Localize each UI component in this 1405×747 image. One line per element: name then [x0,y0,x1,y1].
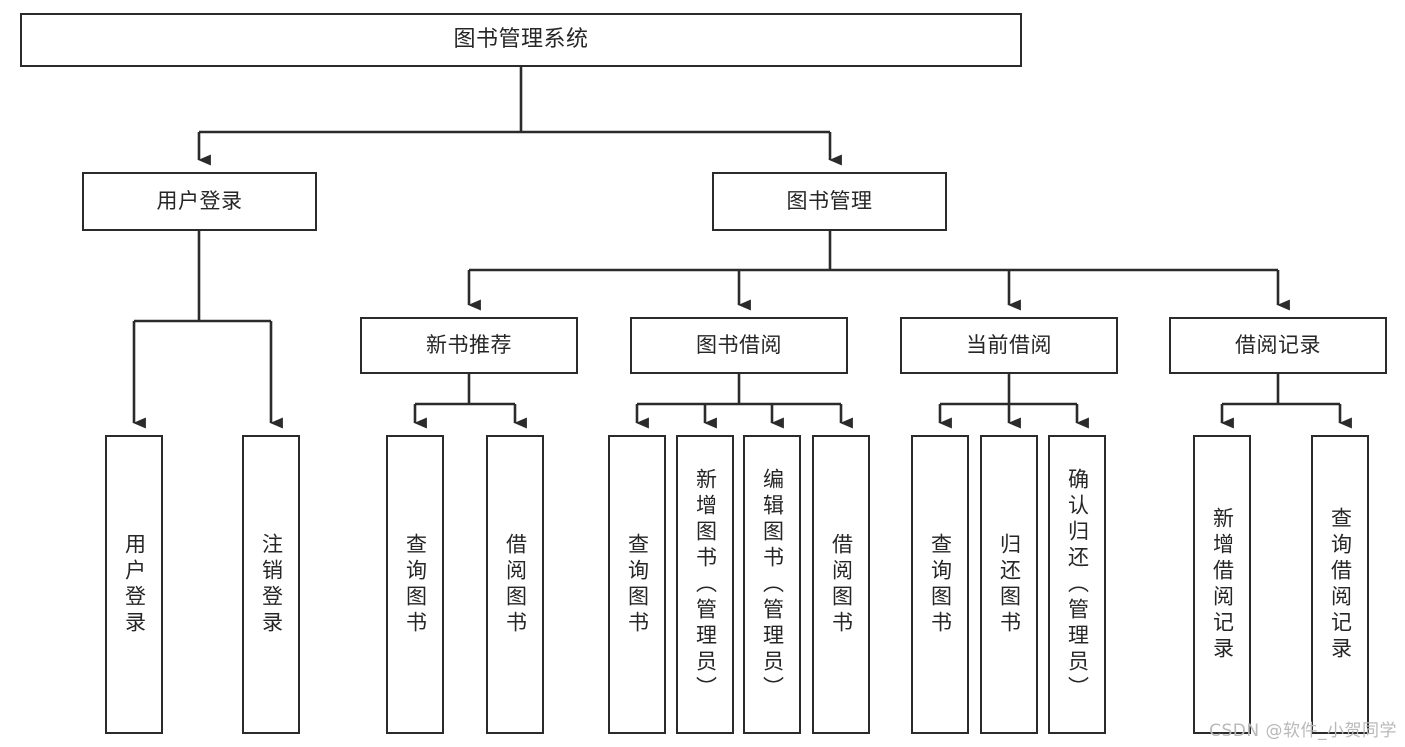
node-leaf-borrow-book-2[interactable]: 借阅图书 [812,435,870,734]
node-leaf-add-book-label: 新增图书（管理员） [693,467,718,702]
watermark: CSDN @软件_小贺同学 [1209,721,1397,741]
node-leaf-query-book-2-label: 查询图书 [625,532,650,637]
node-leaf-add-record[interactable]: 新增借阅记录 [1193,435,1251,734]
node-leaf-logout[interactable]: 注销登录 [242,435,300,734]
node-borrow-record-label: 借阅记录 [1235,332,1321,357]
node-leaf-query-book-3[interactable]: 查询图书 [911,435,969,734]
node-leaf-query-book-1[interactable]: 查询图书 [386,435,444,734]
node-book-manage-label: 图书管理 [786,188,873,213]
node-current-borrow[interactable]: 当前借阅 [900,317,1118,374]
node-current-borrow-label: 当前借阅 [966,332,1052,357]
node-leaf-borrow-book-1[interactable]: 借阅图书 [486,435,544,734]
node-leaf-query-record-label: 查询借阅记录 [1328,506,1353,663]
node-borrow-record[interactable]: 借阅记录 [1169,317,1387,374]
node-leaf-add-record-label: 新增借阅记录 [1210,506,1235,663]
node-leaf-borrow-book-1-label: 借阅图书 [503,532,528,637]
node-new-book-recommend-label: 新书推荐 [426,332,512,357]
node-root[interactable]: 图书管理系统 [20,13,1022,67]
node-leaf-query-book-3-label: 查询图书 [928,532,953,637]
node-leaf-confirm-return-label: 确认归还（管理员） [1065,467,1090,702]
node-leaf-query-record[interactable]: 查询借阅记录 [1311,435,1369,734]
node-leaf-return-book-label: 归还图书 [997,532,1022,637]
node-leaf-logout-label: 注销登录 [259,532,284,637]
node-leaf-edit-book-label: 编辑图书（管理员） [760,467,785,702]
node-book-borrow-label: 图书借阅 [696,332,782,357]
node-leaf-user-login-label: 用户登录 [122,532,147,637]
node-leaf-borrow-book-2-label: 借阅图书 [829,532,854,637]
node-new-book-recommend[interactable]: 新书推荐 [360,317,578,374]
node-leaf-query-book-2[interactable]: 查询图书 [608,435,666,734]
node-leaf-query-book-1-label: 查询图书 [403,532,428,637]
node-leaf-return-book[interactable]: 归还图书 [980,435,1038,734]
node-leaf-confirm-return[interactable]: 确认归还（管理员） [1048,435,1106,734]
node-leaf-add-book[interactable]: 新增图书（管理员） [676,435,734,734]
node-leaf-edit-book[interactable]: 编辑图书（管理员） [743,435,801,734]
node-book-borrow[interactable]: 图书借阅 [630,317,848,374]
node-book-manage[interactable]: 图书管理 [712,172,947,231]
node-user-login-label: 用户登录 [156,188,243,213]
node-leaf-user-login[interactable]: 用户登录 [105,435,163,734]
node-user-login[interactable]: 用户登录 [82,172,317,231]
node-root-label: 图书管理系统 [453,26,589,52]
